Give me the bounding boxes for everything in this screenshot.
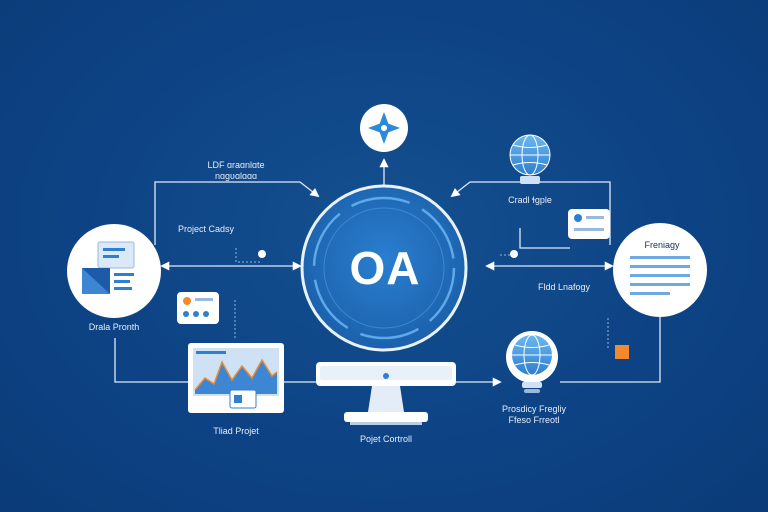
label-left-node: Drala Pronth bbox=[88, 322, 140, 332]
label-bottom-right-2: Ffeso Frreotl bbox=[508, 415, 560, 425]
center-node[interactable] bbox=[300, 184, 468, 352]
orange-square bbox=[615, 345, 629, 359]
left-node[interactable] bbox=[67, 224, 161, 318]
bulb-globe[interactable] bbox=[506, 331, 558, 393]
connector-top-left bbox=[154, 181, 320, 245]
center-label: OA bbox=[349, 242, 421, 294]
right-node[interactable] bbox=[613, 223, 707, 317]
trial-chart-card[interactable] bbox=[188, 343, 284, 413]
label-top-left-2: nɑɡʋɑlɑɑɑ bbox=[215, 171, 257, 181]
label-right-top: Cradl ɬɡple bbox=[508, 195, 552, 205]
label-bottom-right-1: Prosdicy Fregliy bbox=[501, 404, 566, 414]
connector-left-bottom bbox=[114, 338, 190, 383]
small-dot-right bbox=[510, 250, 518, 258]
left-small-card[interactable] bbox=[177, 292, 219, 324]
top-star-node[interactable] bbox=[360, 104, 408, 152]
label-right-node: Freniagy bbox=[644, 240, 680, 250]
label-bottom-center: Pojet Cortroll bbox=[359, 434, 413, 444]
label-field: Fldd Lnafogy bbox=[537, 282, 591, 292]
label-trial: Tliad Projet bbox=[213, 426, 259, 436]
top-right-globe[interactable] bbox=[509, 134, 551, 184]
label-project: Project Cadsy bbox=[177, 224, 235, 234]
connector-card-right bbox=[519, 228, 570, 249]
right-small-card[interactable] bbox=[568, 209, 610, 239]
bottom-monitor[interactable] bbox=[316, 362, 456, 425]
small-dot-left bbox=[258, 250, 266, 258]
connector-right-bottom bbox=[560, 316, 661, 383]
label-top-left-1: LDF ɑrаɑnlɑte bbox=[207, 160, 265, 170]
dotted-lines bbox=[234, 248, 609, 350]
